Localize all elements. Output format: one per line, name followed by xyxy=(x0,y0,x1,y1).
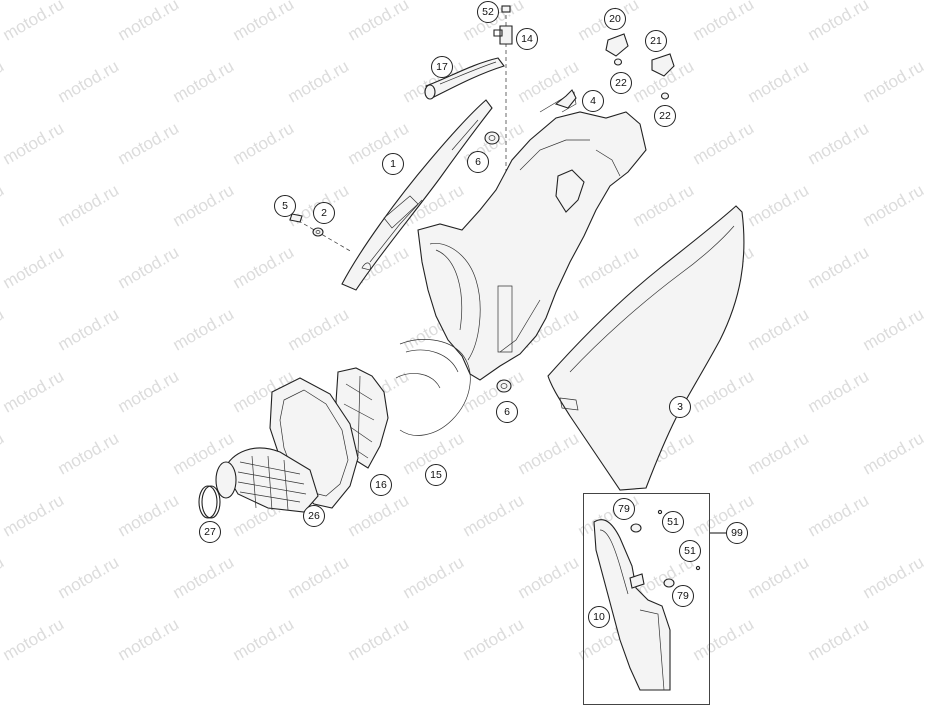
callout-79-upper[interactable]: 79 xyxy=(613,498,635,520)
callout-5[interactable]: 5 xyxy=(274,195,296,217)
kit-grommet-lower xyxy=(663,578,675,588)
callout-26[interactable]: 26 xyxy=(303,505,325,527)
callout-22-upper[interactable]: 22 xyxy=(610,72,632,94)
screw-axis-line xyxy=(291,216,353,253)
callout-52[interactable]: 52 xyxy=(477,1,499,23)
hose-part xyxy=(424,57,505,100)
callout-79-lower[interactable]: 79 xyxy=(672,585,694,607)
bushing-upper xyxy=(484,131,500,145)
callout-1[interactable]: 1 xyxy=(382,153,404,175)
kit-grommet-upper xyxy=(630,523,642,533)
callout-17[interactable]: 17 xyxy=(431,56,453,78)
airbox-housing-part xyxy=(417,91,647,381)
kit-cover-part xyxy=(593,519,671,691)
callout-22-lower[interactable]: 22 xyxy=(654,105,676,127)
callout-20[interactable]: 20 xyxy=(604,8,626,30)
callout-6-upper[interactable]: 6 xyxy=(467,151,489,173)
bracket-part xyxy=(554,89,577,109)
bolt-part xyxy=(493,5,513,45)
grommet-part xyxy=(312,227,324,237)
clip-part-21 xyxy=(651,53,675,77)
intake-duct-part xyxy=(395,339,471,436)
clip-part-20 xyxy=(605,33,629,57)
callout-14[interactable]: 14 xyxy=(516,28,538,50)
callout-15[interactable]: 15 xyxy=(425,464,447,486)
bushing-lower xyxy=(496,379,512,393)
callout-21[interactable]: 21 xyxy=(645,30,667,52)
nut-part-22-lower xyxy=(660,92,670,100)
callout-27[interactable]: 27 xyxy=(199,521,221,543)
callout-10[interactable]: 10 xyxy=(588,606,610,628)
callout-16[interactable]: 16 xyxy=(370,474,392,496)
screw-part xyxy=(289,213,303,223)
callout-3[interactable]: 3 xyxy=(669,396,691,418)
air-filter-part xyxy=(215,447,319,513)
callout-51-lower[interactable]: 51 xyxy=(679,540,701,562)
callout-2[interactable]: 2 xyxy=(313,202,335,224)
kit-99-boundary-box xyxy=(583,493,710,705)
callout-51-upper[interactable]: 51 xyxy=(662,511,684,533)
hose-clamp-part xyxy=(198,485,221,519)
callout-6-lower[interactable]: 6 xyxy=(496,401,518,423)
side-cover-part xyxy=(341,99,493,291)
callout-99[interactable]: 99 xyxy=(726,522,748,544)
callout-4[interactable]: 4 xyxy=(582,90,604,112)
nut-part-22-upper xyxy=(613,58,623,66)
airbox-cover-part xyxy=(547,205,745,491)
